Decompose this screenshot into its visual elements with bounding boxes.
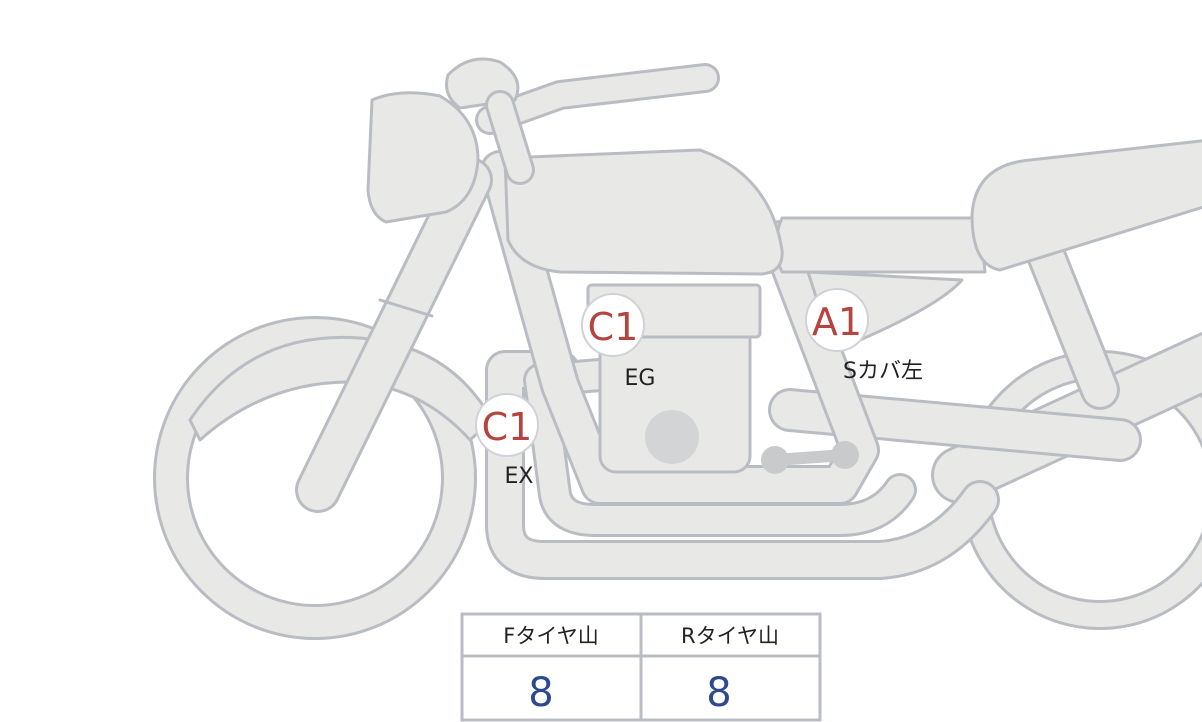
engine-crank-cover-icon <box>645 410 699 464</box>
marker-engine-grade: C1 <box>588 305 639 349</box>
front-fork <box>295 157 493 513</box>
marker-side-cover-label: Sカバ左 <box>843 359 923 384</box>
rear-fender <box>970 139 1202 272</box>
marker-side-cover-grade: A1 <box>812 300 862 344</box>
exhaust-pipes <box>485 350 1000 580</box>
rear-tire-value: 8 <box>706 670 731 716</box>
fuel-tank <box>503 148 784 276</box>
tire-tread-table: Fタイヤ山 Rタイヤ山 8 8 <box>460 612 822 722</box>
marker-engine-label: EG <box>625 366 656 391</box>
marker-side-cover: A1 Sカバ左 <box>805 288 923 384</box>
front-tire-value: 8 <box>528 670 553 716</box>
handlebar <box>445 57 720 135</box>
headlight <box>366 91 480 224</box>
seat <box>774 216 987 274</box>
marker-engine: C1 EG <box>581 293 656 391</box>
main-frame <box>480 150 880 505</box>
marker-exhaust: C1 EX <box>475 393 539 489</box>
rear-tire-header: Rタイヤ山 <box>681 624 779 648</box>
front-tire-header: Fタイヤ山 <box>503 624 598 648</box>
marker-exhaust-label: EX <box>505 464 534 489</box>
engine-block <box>586 283 762 474</box>
marker-exhaust-grade: C1 <box>482 405 533 449</box>
footpeg <box>761 441 859 474</box>
